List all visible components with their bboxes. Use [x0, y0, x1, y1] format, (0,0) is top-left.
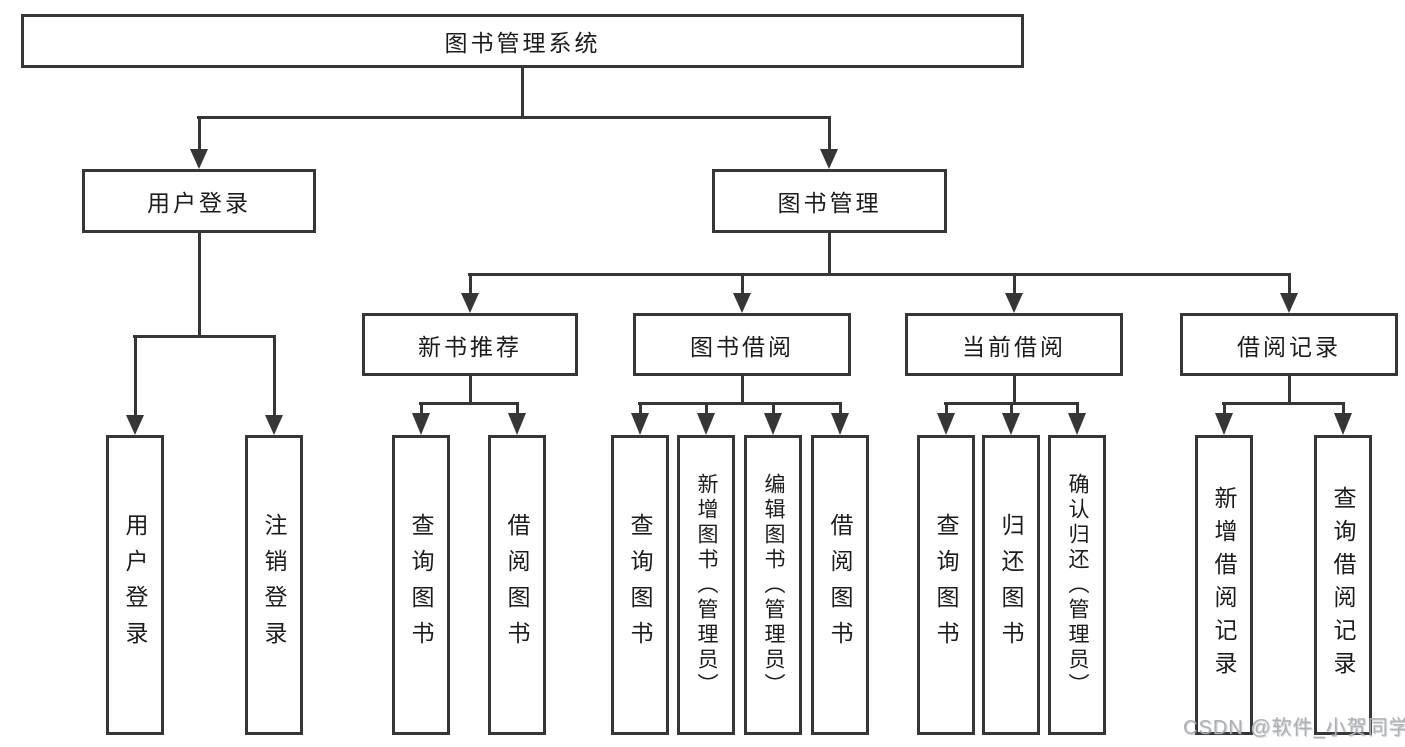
connector-stem — [198, 233, 201, 338]
connector-arrowhead — [461, 293, 479, 313]
connector-arrow-shaft — [639, 402, 642, 413]
connector-branch-line — [133, 335, 276, 338]
leaf-borrowing-add-books-admin: 新增图书（管理员） — [677, 435, 735, 735]
connector-arrow-shaft — [1288, 273, 1291, 293]
connector-arrow-shaft — [772, 402, 775, 413]
connector-arrowhead — [126, 415, 144, 435]
connector-arrowhead — [820, 149, 838, 169]
leaf-user-login: 用户登录 — [106, 435, 164, 735]
connector-arrowhead — [764, 413, 782, 435]
leaf-current-query-books: 查询图书 — [917, 435, 975, 735]
node-borrowing-records: 借阅记录 — [1180, 313, 1398, 376]
leaf-recommend-query-books: 查询图书 — [392, 435, 450, 735]
connector-branch-line — [1222, 402, 1345, 405]
connector-stem — [1288, 376, 1291, 405]
connector-branch-line — [468, 273, 1291, 276]
connector-stem — [741, 376, 744, 405]
leaf-current-return-books: 归还图书 — [982, 435, 1040, 735]
connector-arrow-shaft — [828, 116, 831, 149]
watermark-text: CSDN @软件_小贺同学 — [1183, 717, 1405, 739]
connector-arrow-shaft — [516, 402, 519, 413]
connector-arrowhead — [508, 413, 526, 435]
connector-branch-line — [197, 116, 831, 119]
leaf-borrowing-query-books: 查询图书 — [611, 435, 669, 735]
connector-stem — [828, 233, 831, 276]
connector-arrowhead — [265, 415, 283, 435]
leaf-recommend-borrow-books: 借阅图书 — [488, 435, 546, 735]
node-book-management: 图书管理 — [712, 169, 947, 233]
connector-arrowhead — [631, 413, 649, 435]
connector-arrow-shaft — [1076, 402, 1079, 413]
node-current-borrowing: 当前借阅 — [905, 313, 1123, 376]
node-book-borrowing: 图书借阅 — [633, 313, 851, 376]
connector-stem — [469, 376, 472, 405]
connector-arrowhead — [1002, 413, 1020, 435]
connector-arrow-shaft — [273, 335, 276, 415]
connector-arrowhead — [1280, 293, 1298, 313]
connector-arrowhead — [937, 413, 955, 435]
connector-arrow-shaft — [420, 402, 423, 413]
connector-arrow-shaft — [1010, 402, 1013, 413]
connector-arrow-shaft — [945, 402, 948, 413]
connector-arrow-shaft — [1342, 402, 1345, 413]
leaf-current-confirm-return-admin: 确认归还（管理员） — [1048, 435, 1106, 735]
leaf-records-query-record: 查询借阅记录 — [1314, 435, 1372, 735]
connector-arrowhead — [1068, 413, 1086, 435]
leaf-records-add-record: 新增借阅记录 — [1195, 435, 1253, 735]
connector-arrowhead — [190, 149, 208, 169]
connector-arrowhead — [412, 413, 430, 435]
connector-arrowhead — [1334, 413, 1352, 435]
node-new-book-recommendation: 新书推荐 — [362, 313, 578, 376]
connector-arrow-shaft — [839, 402, 842, 413]
connector-arrow-shaft — [705, 402, 708, 413]
connector-arrowhead — [697, 413, 715, 435]
connector-arrow-shaft — [134, 335, 137, 415]
connector-arrow-shaft — [198, 116, 201, 149]
leaf-borrowing-edit-books-admin: 编辑图书（管理员） — [744, 435, 802, 735]
connector-arrow-shaft — [469, 273, 472, 293]
connector-arrowhead — [1215, 413, 1233, 435]
connector-arrowhead — [733, 293, 751, 313]
connector-arrow-shaft — [1223, 402, 1226, 413]
connector-arrowhead — [831, 413, 849, 435]
connector-arrow-shaft — [741, 273, 744, 293]
connector-stem — [1013, 376, 1016, 405]
leaf-logout: 注销登录 — [245, 435, 303, 735]
connector-branch-line — [419, 402, 519, 405]
connector-arrowhead — [1005, 293, 1023, 313]
connector-arrow-shaft — [1013, 273, 1016, 293]
connector-branch-line — [638, 402, 842, 405]
node-user-login: 用户登录 — [82, 169, 316, 233]
leaf-borrowing-borrow-books: 借阅图书 — [811, 435, 869, 735]
node-library-management-system: 图书管理系统 — [21, 14, 1024, 68]
connector-stem — [521, 68, 524, 119]
